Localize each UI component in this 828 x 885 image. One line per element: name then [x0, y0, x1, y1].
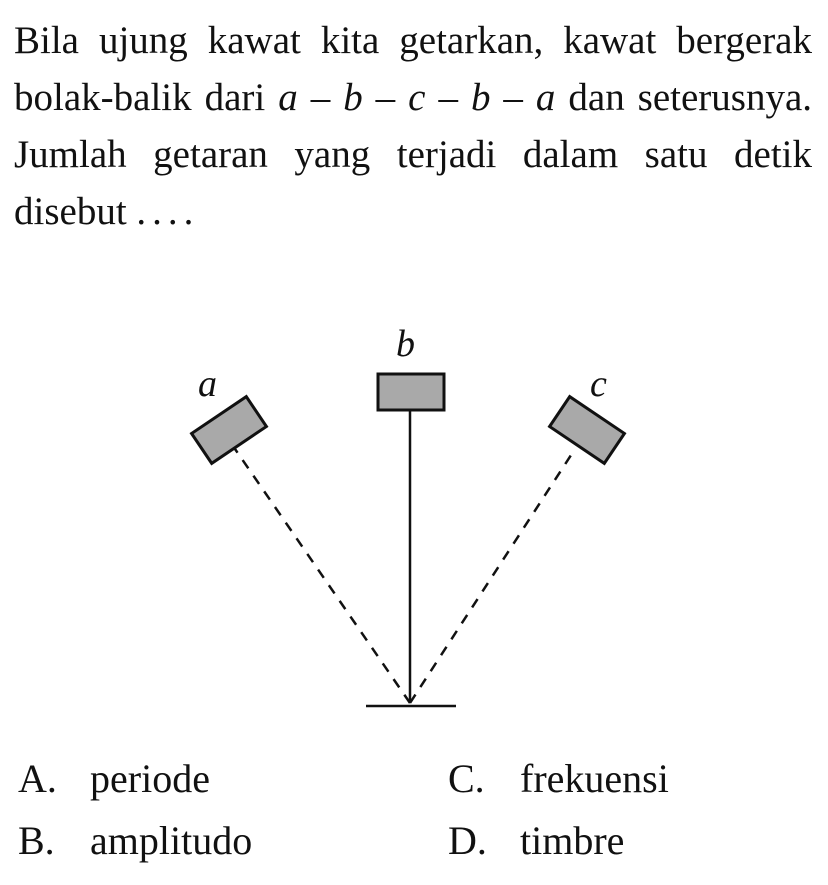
block-b — [376, 372, 446, 412]
option-c-text: frekuensi — [520, 756, 669, 801]
var-c: c — [408, 76, 426, 119]
label-b: b — [396, 323, 415, 365]
option-c-letter: C. — [448, 756, 485, 801]
dash-4: – — [490, 76, 536, 119]
option-a-text: periode — [90, 756, 210, 801]
option-a[interactable]: A. periode — [18, 755, 210, 803]
option-b-text: amplitudo — [90, 818, 253, 863]
dashed-line-a — [233, 448, 412, 704]
question-part1: Bila ujung kawat kita getarkan, kawat be… — [14, 19, 812, 119]
option-b[interactable]: B. amplitudo — [18, 817, 252, 865]
option-d-text: timbre — [520, 818, 625, 863]
question-text: Bila ujung kawat kita getarkan, kawat be… — [14, 12, 812, 240]
option-b-letter: B. — [18, 818, 55, 863]
label-a: a — [198, 363, 217, 405]
option-d[interactable]: D. timbre — [448, 817, 624, 865]
option-c[interactable]: C. frekuensi — [448, 755, 669, 803]
var-b: b — [343, 76, 363, 119]
var-b-2: b — [470, 76, 491, 119]
dash-3: – — [425, 76, 471, 119]
dash-1: – — [297, 76, 344, 119]
wire-vibration-diagram: b a c — [189, 323, 627, 708]
question-part2: dan seterusnya. Jumlah getaran yang terj… — [14, 76, 813, 233]
question-dots: .... — [136, 190, 200, 233]
label-c: c — [590, 363, 607, 405]
var-a-2: a — [535, 76, 556, 119]
var-a: a — [278, 76, 298, 119]
dashed-line-c — [408, 448, 577, 704]
block-c — [547, 394, 627, 466]
dash-2: – — [362, 76, 409, 119]
option-d-letter: D. — [448, 818, 487, 863]
block-a — [189, 394, 269, 466]
option-a-letter: A. — [18, 756, 57, 801]
